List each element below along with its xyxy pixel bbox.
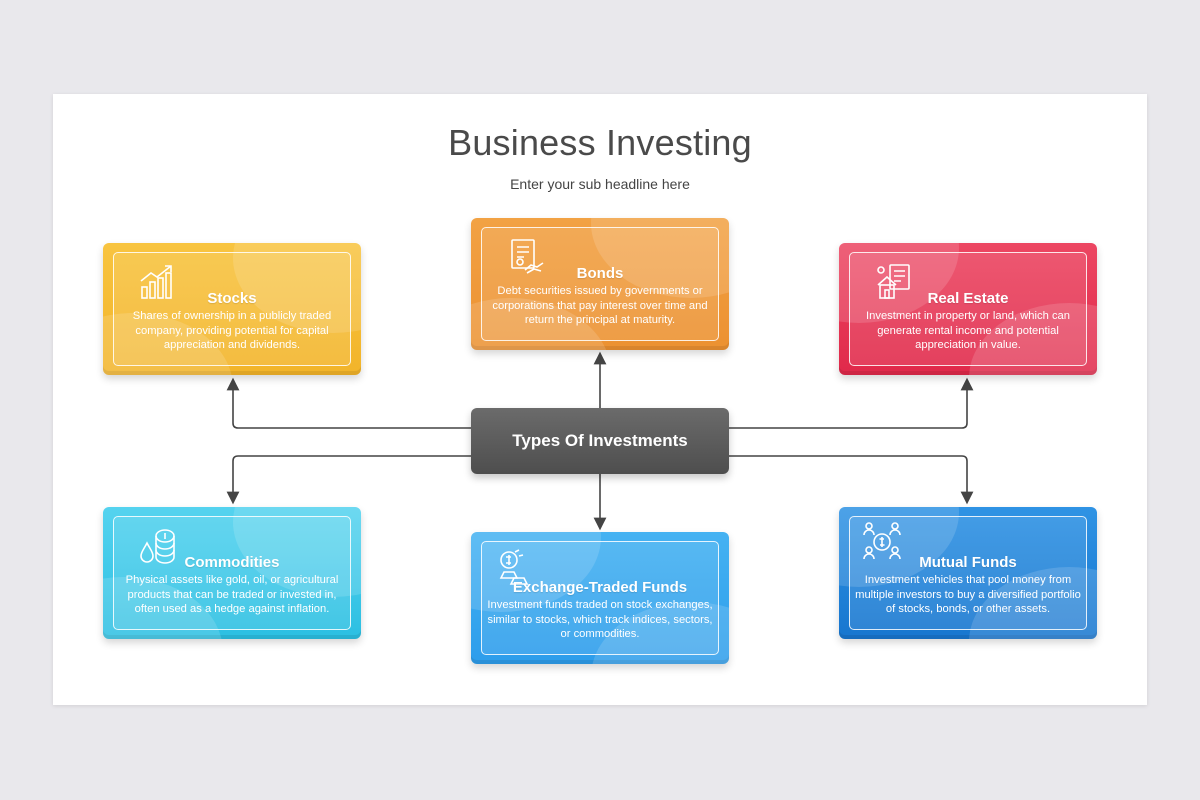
card-bonds: Bonds Debt securities issued by governme… [471, 218, 729, 350]
property-document-icon [875, 263, 913, 301]
card-commodities: Commodities Physical assets like gold, o… [103, 507, 361, 639]
page-title: Business Investing [448, 122, 752, 163]
stocks-title: Stocks [207, 290, 257, 307]
commodities-description: Physical assets like gold, oil, or agric… [125, 574, 339, 616]
etf-description: Investment funds traded on stock exchang… [487, 599, 713, 641]
connector-real-estate [729, 377, 974, 429]
gold-bars-icon [495, 548, 533, 586]
connector-stocks [226, 377, 471, 429]
bonds-description: Debt securities issued by governments or… [492, 285, 708, 327]
center-label: Types Of Investments [512, 431, 688, 450]
coins-drop-icon [139, 527, 177, 565]
center-hub: Types Of Investments [471, 408, 729, 474]
real-estate-title: Real Estate [927, 290, 1009, 307]
connector-commodities [226, 455, 471, 505]
connector-mutual-funds [729, 455, 974, 505]
commodities-title: Commodities [184, 554, 280, 571]
stocks-description: Shares of ownership in a publicly traded… [132, 310, 332, 352]
certificate-handshake-icon [507, 238, 545, 276]
investors-pool-icon [863, 521, 901, 559]
page-subtitle: Enter your sub headline here [510, 176, 690, 192]
card-real-estate: Real Estate Investment in property or la… [839, 243, 1097, 375]
bonds-title: Bonds [576, 265, 624, 282]
card-stocks: Stocks Shares of ownership in a publicly… [103, 243, 361, 375]
mutual-funds-title: Mutual Funds [919, 554, 1017, 571]
etf-title: Exchange-Traded Funds [512, 579, 688, 596]
growth-chart-icon [139, 263, 177, 301]
card-etf: Exchange-Traded Funds Investment funds t… [471, 532, 729, 664]
card-mutual-funds: Mutual Funds Investment vehicles that po… [839, 507, 1097, 639]
real-estate-description: Investment in property or land, which ca… [866, 310, 1070, 352]
mutual-funds-description: Investment vehicles that pool money from… [855, 574, 1081, 616]
